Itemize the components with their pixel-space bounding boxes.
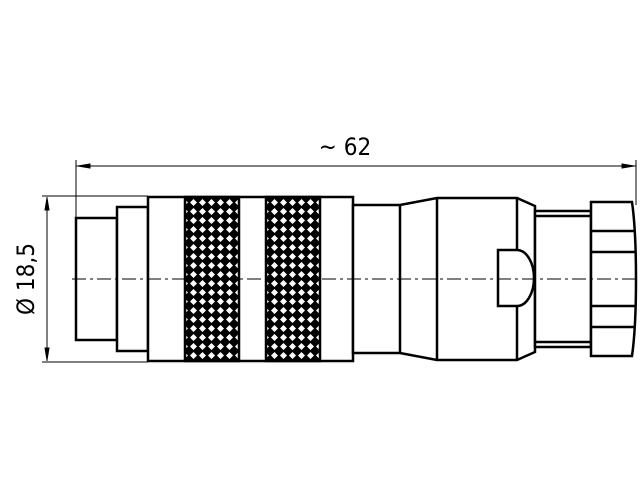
housing <box>351 196 537 362</box>
latch-slot <box>496 248 536 308</box>
length-label: ~ 62 <box>319 133 371 161</box>
diameter-label: Ø 18,5 <box>12 243 40 315</box>
length-dimension <box>75 160 637 225</box>
diameter-dimension <box>42 195 148 363</box>
